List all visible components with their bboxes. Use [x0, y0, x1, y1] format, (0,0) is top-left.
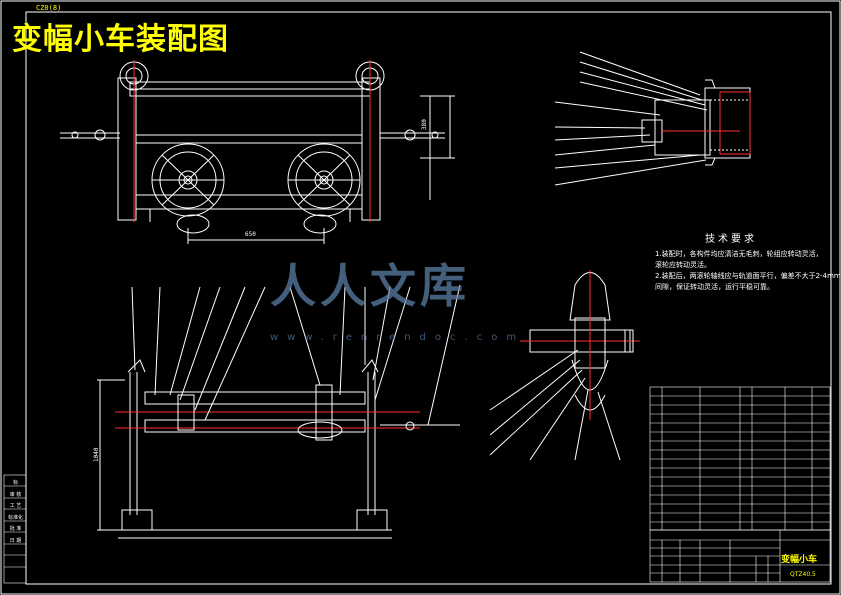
- drawing-title: 变幅小车装配图: [12, 22, 229, 57]
- title-block: [649, 529, 831, 583]
- tech-req-line: 1.装配时，各构件均应清洁无毛刺，轮组应转动灵活，: [655, 250, 823, 258]
- signature-labels: 标 审 核 工 艺 标准化 批 准 日 期: [5, 478, 26, 547]
- title-block-name: 变幅小车: [781, 555, 818, 565]
- technical-requirements: 技术要求 1.装配时，各构件均应清洁无毛刺，轮组应转动灵活， 滚轮应转动灵活。 …: [655, 234, 841, 293]
- sign-label: 标准化: [7, 514, 23, 521]
- dimension-width: 650: [245, 231, 256, 238]
- watermark-url: www.renrendoc.com: [270, 332, 526, 343]
- sign-label: 审 核: [9, 491, 22, 498]
- tech-req-line: 间隙，保证转动灵活，运行平稳可靠。: [655, 283, 774, 291]
- side-section-view: [554, 51, 751, 186]
- sign-label: 批 准: [9, 526, 22, 532]
- title-block-code: QTZ40.5: [790, 571, 816, 578]
- tech-req-line: 2.装配后，两滚轮轴线应与轨道面平行，偏差不大于2-4mm: [655, 272, 841, 280]
- sign-label: 日 期: [9, 537, 22, 544]
- sign-label: 工 艺: [9, 503, 22, 509]
- watermark-text: 人人文库: [270, 259, 470, 313]
- dimension-bottom-height: 1040: [93, 447, 100, 462]
- signature-column: [3, 474, 27, 584]
- dimension-height: 380: [421, 119, 428, 130]
- top-view: [97, 284, 461, 539]
- front-view: [60, 60, 455, 244]
- parts-list-table: [649, 386, 831, 531]
- tech-req-line: 滚轮应转动灵活。: [655, 261, 711, 269]
- sign-label: 标: [12, 480, 18, 486]
- drawing-code-tag: CZ0(8): [36, 4, 62, 12]
- wheel-section-view: [489, 270, 640, 461]
- inner-border: [25, 11, 832, 585]
- tech-req-title: 技术要求: [705, 234, 757, 245]
